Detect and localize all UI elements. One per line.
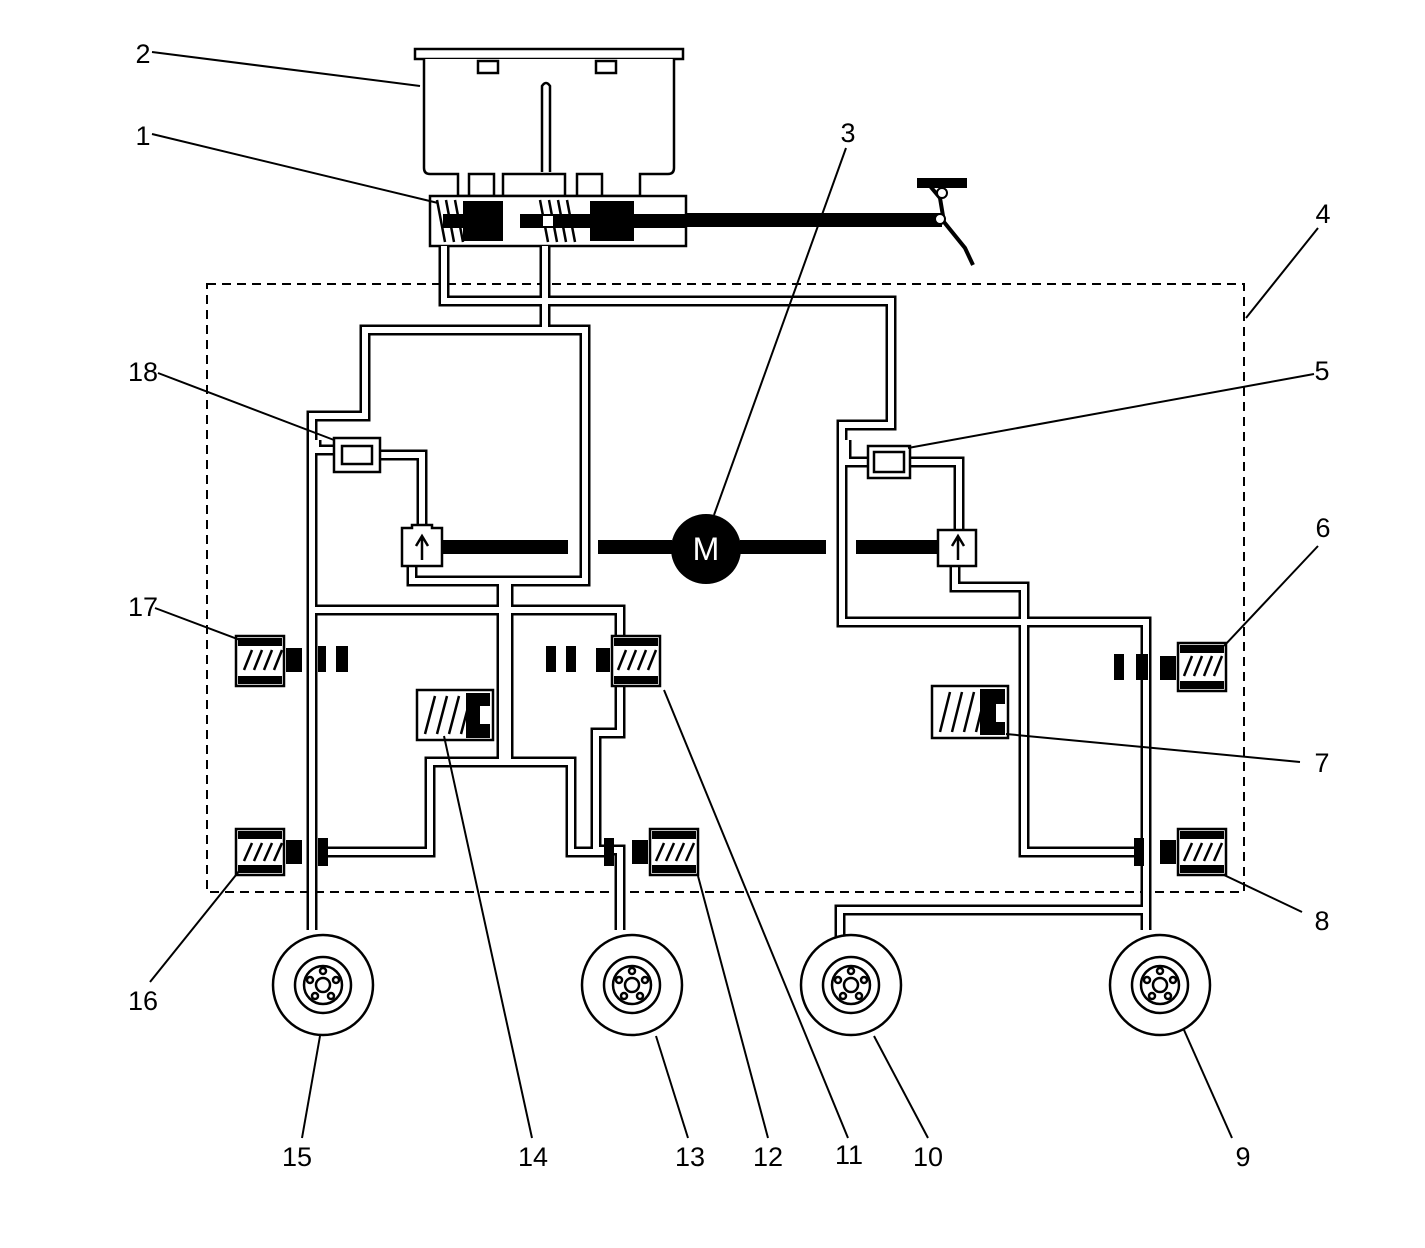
brake-pedal	[686, 178, 975, 266]
callout-16: 16	[128, 986, 158, 1016]
pump-right	[856, 528, 978, 568]
callout-9: 9	[1235, 1142, 1250, 1172]
accumulator-right	[930, 684, 1010, 740]
callout-3: 3	[840, 118, 855, 148]
pump-motor: M	[671, 514, 741, 584]
wheel-left-front	[799, 933, 903, 1037]
callout-17: 17	[128, 592, 158, 622]
solenoid-valve-11	[546, 634, 662, 688]
motor-shaft-left	[598, 540, 672, 554]
callout-14: 14	[518, 1142, 548, 1172]
motor-symbol: M	[693, 531, 720, 567]
callout-10: 10	[913, 1142, 943, 1172]
callout-11: 11	[835, 1140, 863, 1170]
callout-2: 2	[135, 39, 150, 69]
callout-8: 8	[1314, 906, 1329, 936]
master-cylinder	[428, 194, 688, 248]
callout-12: 12	[753, 1142, 783, 1172]
callout-6: 6	[1315, 513, 1330, 543]
brake-fluid-reservoir	[413, 47, 685, 198]
pilot-valve-right	[866, 444, 912, 480]
solenoid-valve-6	[1114, 641, 1228, 693]
wheel-right-rear	[580, 933, 684, 1037]
callout-7: 7	[1314, 748, 1329, 778]
solenoid-valve-17	[234, 634, 348, 688]
hydraulic-modulator-boundary	[206, 283, 1245, 893]
solenoid-valve-8	[1134, 827, 1228, 877]
callout-5: 5	[1314, 356, 1329, 386]
callout-4: 4	[1315, 199, 1330, 229]
pilot-valve-left	[332, 436, 382, 474]
accumulator-left	[415, 688, 495, 742]
solenoid-valve-12	[604, 827, 700, 877]
callout-15: 15	[282, 1142, 312, 1172]
solenoid-valve-16	[234, 827, 328, 877]
leader-lines	[149, 51, 1319, 1139]
brake-lines	[306, 246, 1152, 940]
motor-shaft-right	[740, 540, 826, 554]
callout-18: 18	[128, 357, 158, 387]
wheel-left-rear	[271, 933, 375, 1037]
pump-left	[400, 523, 568, 568]
wheel-right-front	[1108, 933, 1212, 1037]
callout-1: 1	[135, 121, 150, 151]
callout-13: 13	[675, 1142, 705, 1172]
